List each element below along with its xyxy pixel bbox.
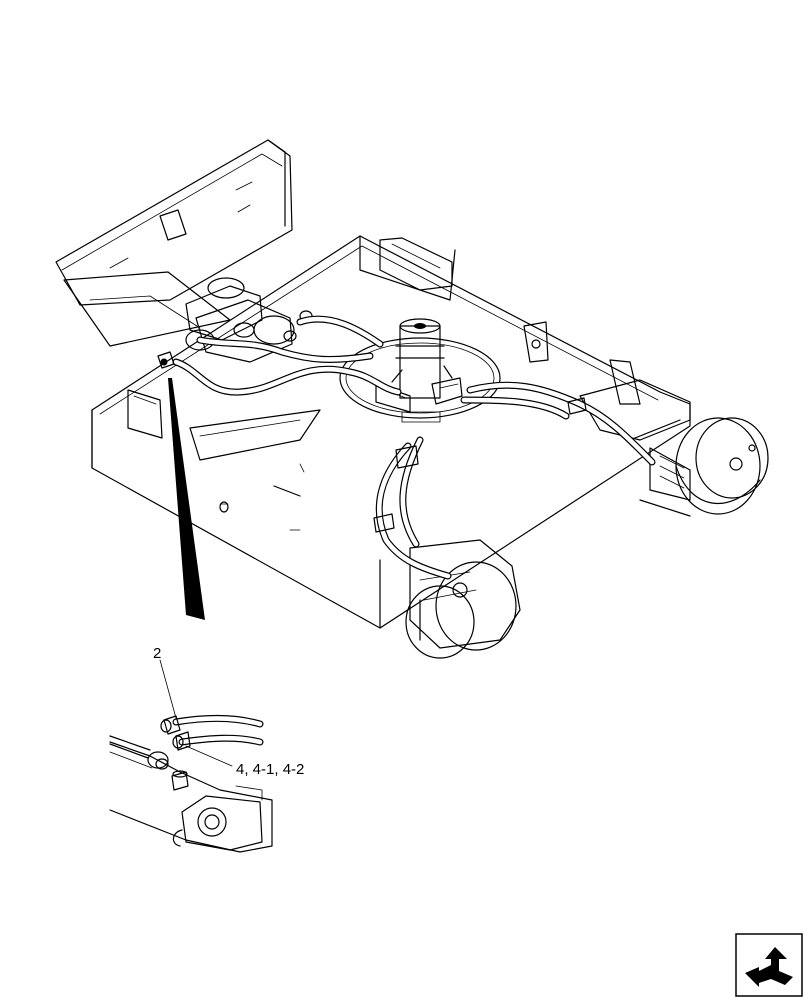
callout-item-2: 2 (153, 645, 162, 662)
callout-item-4: 4, 4-1, 4-2 (236, 761, 305, 778)
leader-wedge (168, 378, 205, 620)
elbow-fitting-top (157, 351, 175, 369)
hydraulic-hoses (172, 315, 656, 580)
swivel-joint (339, 318, 501, 423)
right-track-motor (579, 379, 769, 517)
return-arrow-icon[interactable] (735, 933, 803, 997)
detail-view (109, 659, 273, 853)
front-track-motor (405, 539, 521, 659)
upper-frame (55, 139, 293, 347)
carbody-frame (91, 235, 691, 641)
